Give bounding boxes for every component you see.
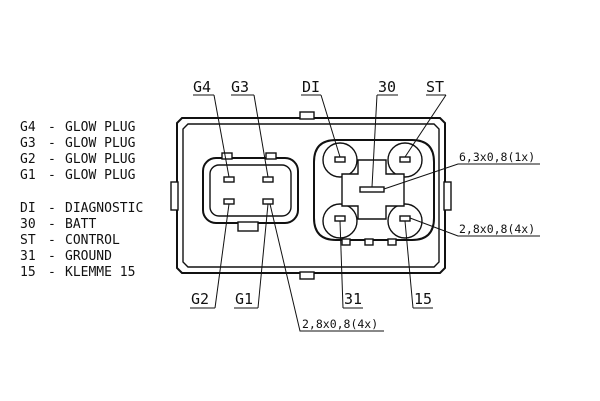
legend-row-15: 15 - KLEMME 15 <box>20 265 135 280</box>
top-notch <box>299 111 315 120</box>
pin-g4-terminal <box>223 176 235 183</box>
leader-lines <box>190 94 540 332</box>
glow-connector-latch <box>237 221 259 232</box>
leader-g1 <box>257 203 269 309</box>
legend-separator: - <box>48 217 56 232</box>
leader-large-tab <box>383 163 540 190</box>
pin-g3-terminal <box>262 176 274 183</box>
control-connector-outer <box>313 139 435 241</box>
leader-g3 <box>253 94 269 178</box>
legend-row-30: 30 - BATT <box>20 217 96 232</box>
legend-separator: - <box>48 152 56 167</box>
right-lug <box>443 181 452 211</box>
legend-code: 15 <box>20 265 36 280</box>
pin-label-15: 15 <box>414 290 432 308</box>
leader-small-tabs-left <box>269 203 384 332</box>
dim-label-small-tabs-left: 2,8x0,8(4x) <box>302 317 378 331</box>
pin-label-g1: G1 <box>235 290 253 308</box>
legend-row-g3: G3 - GLOW PLUG <box>20 136 136 151</box>
legend-code: DI <box>20 201 36 216</box>
legend-separator: - <box>48 136 56 151</box>
pin-labels: G4 G3 DI 30 ST G2 G1 31 15 <box>191 78 444 308</box>
leader-31 <box>339 220 344 309</box>
legend-desc: DIAGNOSTIC <box>65 201 143 216</box>
glow-connector-key <box>265 152 277 160</box>
pin-g1-terminal <box>262 198 274 205</box>
left-lug <box>170 181 179 211</box>
legend-desc: GLOW PLUG <box>65 136 136 151</box>
pin-legend: G4 - GLOW PLUG G3 - GLOW PLUG G2 - GLOW … <box>20 120 143 280</box>
legend-row-g2: G2 - GLOW PLUG <box>20 152 136 167</box>
legend-code: G3 <box>20 136 36 151</box>
leader-small-tabs-right <box>409 217 540 237</box>
dim-label-large-tab: 6,3x0,8(1x) <box>459 150 535 164</box>
legend-row-di: DI - DIAGNOSTIC <box>20 201 143 216</box>
legend-separator: - <box>48 233 56 248</box>
pin-g2-terminal <box>223 198 235 205</box>
legend-desc: BATT <box>65 217 96 232</box>
control-connector <box>313 139 435 246</box>
pin-label-g3: G3 <box>231 78 249 96</box>
dimension-labels: 6,3x0,8(1x) 2,8x0,8(4x) 2,8x0,8(4x) <box>302 150 535 331</box>
legend-code: G2 <box>20 152 36 167</box>
legend-row-g1: G1 - GLOW PLUG <box>20 168 136 183</box>
socket-15 <box>387 203 423 239</box>
legend-separator: - <box>48 265 56 280</box>
legend-separator: - <box>48 249 56 264</box>
socket-st <box>387 142 423 178</box>
pin-label-30: 30 <box>378 78 396 96</box>
control-connector-key <box>387 238 397 246</box>
leader-g2 <box>214 203 230 309</box>
legend-code: 31 <box>20 249 36 264</box>
relay-housing <box>170 111 452 280</box>
legend-code: G1 <box>20 168 36 183</box>
pin-label-st: ST <box>426 78 444 96</box>
glow-connector-inner <box>209 164 292 217</box>
legend-desc: GLOW PLUG <box>65 168 136 183</box>
legend-code: G4 <box>20 120 36 135</box>
control-connector-key <box>364 238 374 246</box>
leader-30 <box>371 94 378 188</box>
legend-desc: GLOW PLUG <box>65 120 136 135</box>
glow-plug-connector <box>202 152 299 232</box>
legend-desc: KLEMME 15 <box>65 265 135 280</box>
legend-separator: - <box>48 168 56 183</box>
legend-row-31: 31 - GROUND <box>20 249 112 264</box>
pin-label-g2: G2 <box>191 290 209 308</box>
legend-separator: - <box>48 201 56 216</box>
legend-desc: CONTROL <box>65 233 120 248</box>
socket-di <box>322 142 358 178</box>
leader-st <box>404 94 447 158</box>
dim-label-small-tabs-right: 2,8x0,8(4x) <box>459 222 535 236</box>
pin-st-terminal <box>399 156 411 163</box>
control-connector-key <box>341 238 351 246</box>
housing-inner <box>182 123 440 268</box>
legend-row-st: ST - CONTROL <box>20 233 120 248</box>
leader-g4 <box>213 94 230 178</box>
legend-code: 30 <box>20 217 36 232</box>
pin-30-terminal <box>359 186 385 193</box>
legend-separator: - <box>48 120 56 135</box>
pin-di-terminal <box>334 156 346 163</box>
pin-31-terminal <box>334 215 346 222</box>
housing-outer <box>176 117 446 274</box>
bottom-notch <box>299 271 315 280</box>
legend-desc: GLOW PLUG <box>65 152 136 167</box>
leader-di <box>320 94 341 158</box>
legend-desc: GROUND <box>65 249 112 264</box>
pin-15-terminal <box>399 215 411 222</box>
pin-label-di: DI <box>302 78 320 96</box>
pin-label-31: 31 <box>344 290 362 308</box>
socket-31 <box>322 203 358 239</box>
leader-15 <box>404 220 414 309</box>
glow-connector-outer <box>202 157 299 224</box>
legend-code: ST <box>20 233 36 248</box>
glow-connector-key <box>221 152 233 160</box>
pin-label-g4: G4 <box>193 78 211 96</box>
legend-row-g4: G4 - GLOW PLUG <box>20 120 136 135</box>
